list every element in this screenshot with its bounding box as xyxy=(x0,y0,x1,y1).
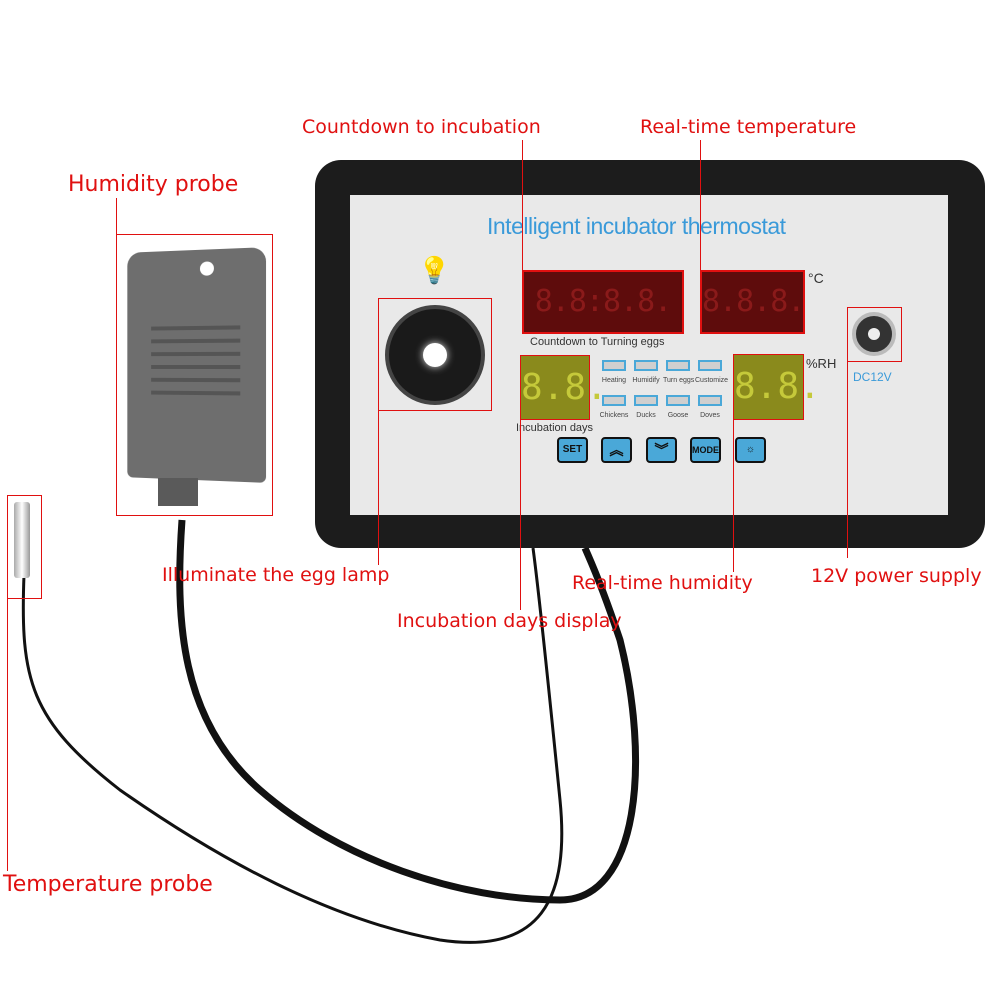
dc-jack-box xyxy=(847,307,902,362)
leader-line xyxy=(116,198,117,234)
label-turn-eggs: Turn eggs xyxy=(663,377,695,384)
label-chickens: Chickens xyxy=(599,412,629,419)
countdown-display: 8.8:8.8. xyxy=(522,270,684,334)
lamp-icon: ☼ xyxy=(745,444,756,455)
temperature-display: 8.8.8. xyxy=(700,270,805,334)
lamp-led xyxy=(423,343,447,367)
led-humidify xyxy=(634,360,658,371)
bulb-icon: 💡 xyxy=(418,255,451,285)
callout-illuminate-lamp: Illuminate the egg lamp xyxy=(162,564,390,586)
countdown-label: Countdown to Turning eggs xyxy=(530,336,665,348)
lamp-button[interactable]: ☼ xyxy=(735,437,766,463)
led-turn-eggs xyxy=(666,360,690,371)
lamp-box xyxy=(378,298,492,411)
led-customize xyxy=(698,360,722,371)
label-ducks: Ducks xyxy=(636,412,656,419)
callout-power-supply: 12V power supply xyxy=(811,565,982,587)
label-humidify: Humidify xyxy=(632,377,660,384)
humidity-display: 8.8. xyxy=(733,354,821,420)
leader-line xyxy=(847,362,848,558)
label-doves: Doves xyxy=(700,412,720,419)
humidity-probe-cable xyxy=(176,519,640,904)
dc-label: DC12V xyxy=(853,370,892,384)
led-chickens xyxy=(602,395,626,406)
led-heating xyxy=(602,360,626,371)
led-doves xyxy=(698,395,722,406)
days-label: Incubation days xyxy=(516,422,594,434)
egg-lamp[interactable] xyxy=(385,305,485,405)
panel-title: Intelligent incubator thermostat xyxy=(487,213,786,239)
temperature-probe-box xyxy=(7,495,42,599)
probe-neck xyxy=(158,478,198,506)
set-button[interactable]: SET xyxy=(557,437,588,463)
temp-unit: °C xyxy=(808,270,824,286)
label-goose: Goose xyxy=(667,412,689,419)
temperature-probe xyxy=(14,502,30,578)
leader-line xyxy=(7,599,8,871)
dc-jack-pin xyxy=(868,328,880,340)
leader-line xyxy=(700,140,701,270)
label-heating: Heating xyxy=(601,377,627,384)
callout-realtime-temperature: Real-time temperature xyxy=(640,116,857,138)
callout-temperature-probe: Temperature probe xyxy=(3,872,213,897)
led-goose xyxy=(666,395,690,406)
callout-countdown-incubation: Countdown to incubation xyxy=(302,116,541,138)
days-display: 8.8. xyxy=(520,355,608,420)
humidity-probe-box xyxy=(116,234,273,516)
callout-realtime-humidity: Real-time humidity xyxy=(572,572,753,594)
down-button[interactable]: ︾ xyxy=(646,437,677,463)
up-button[interactable]: ︽ xyxy=(601,437,632,463)
leader-line xyxy=(733,420,734,572)
leader-line xyxy=(378,411,379,565)
label-customize: Customize xyxy=(695,377,729,384)
leader-line xyxy=(520,420,521,610)
dc-jack xyxy=(852,312,896,356)
callout-incubation-days: Incubation days display xyxy=(397,610,622,632)
led-ducks xyxy=(634,395,658,406)
callout-humidity-probe: Humidity probe xyxy=(68,172,239,197)
humidity-unit: %RH xyxy=(806,356,837,371)
temperature-probe-cable xyxy=(21,547,564,944)
leader-line xyxy=(522,140,523,270)
mode-button[interactable]: MODE xyxy=(690,437,721,463)
